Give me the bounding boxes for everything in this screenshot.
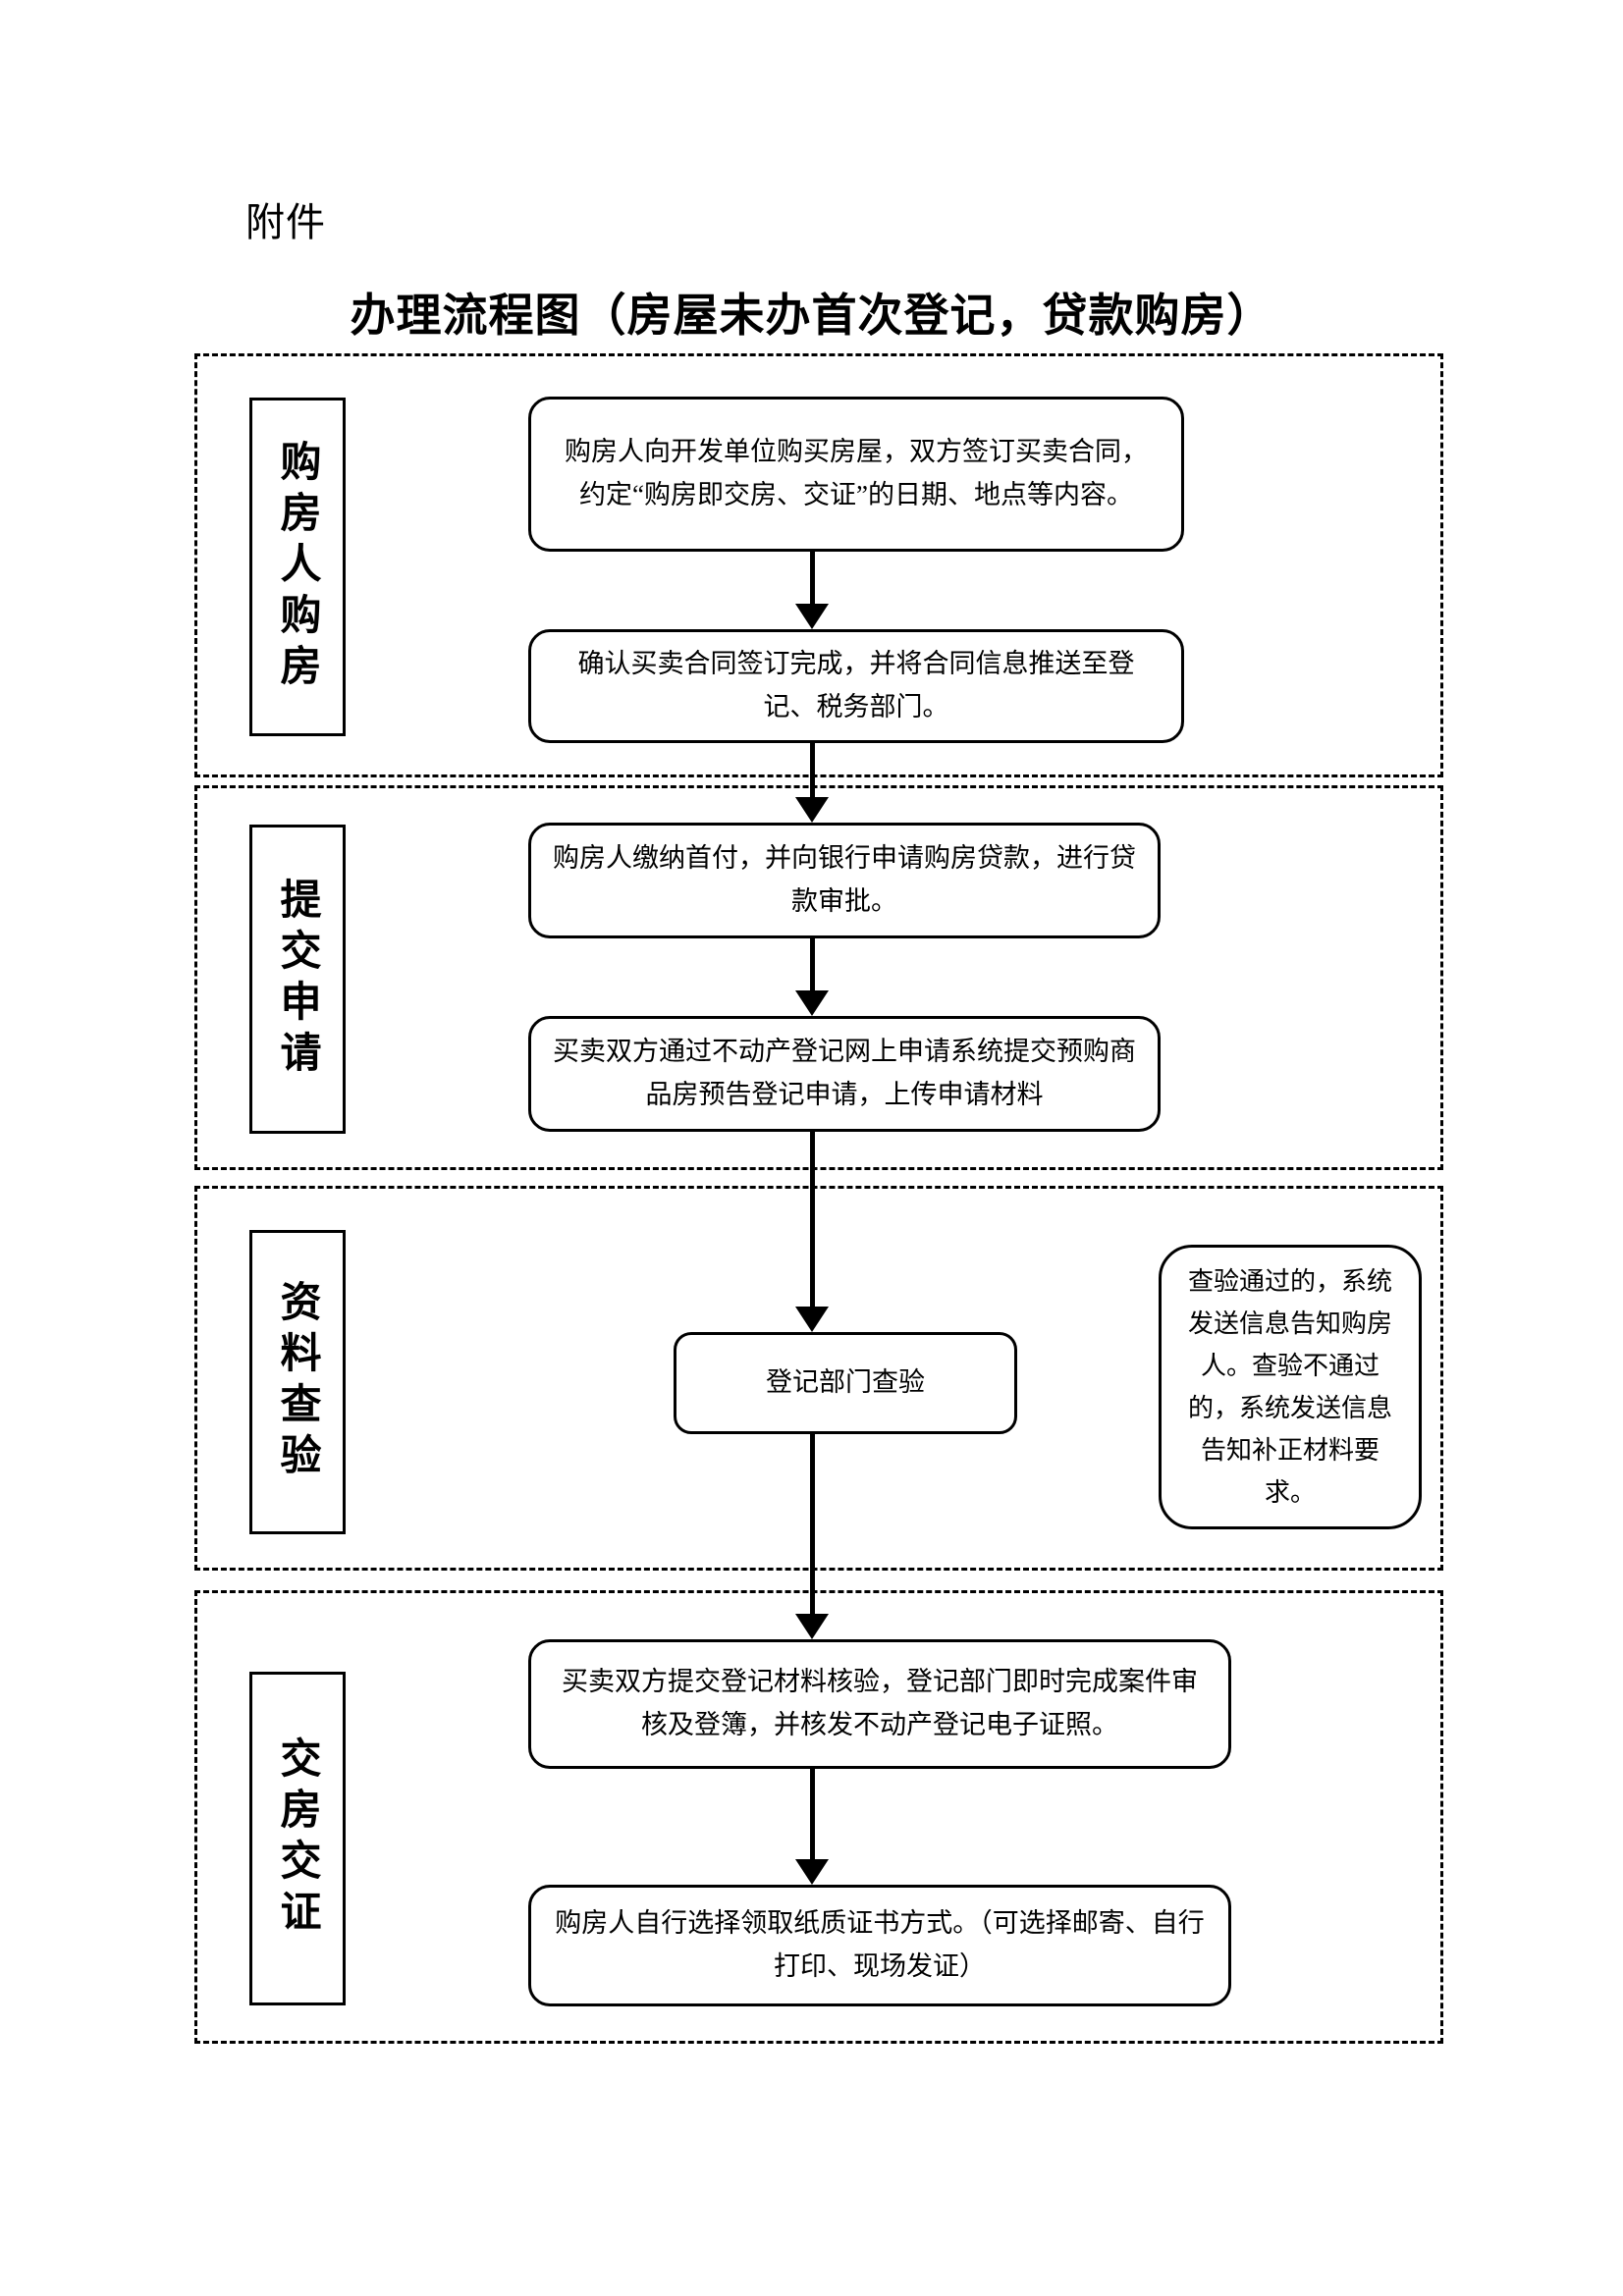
note-box-verification-result: 查验通过的，系统发送信息告知购房人。查验不通过的，系统发送信息告知补正材料要求。 (1159, 1245, 1422, 1529)
note-box-text: 查验通过的，系统发送信息告知购房人。查验不通过的，系统发送信息告知补正材料要求。 (1187, 1266, 1392, 1508)
process-box-text: 买卖双方提交登记材料核验，登记部门即时完成案件审核及登簿，并核发不动产登记电子证… (562, 1667, 1198, 1739)
process-box-sign-contract: 购房人向开发单位购买房屋，双方签订买卖合同，约定“购房即交房、交证”的日期、地点… (528, 397, 1184, 552)
arrow-down-icon (795, 1434, 829, 1639)
stage-section-purchase (194, 353, 1443, 777)
page-title: 办理流程图（房屋未办首次登记，贷款购房） (350, 291, 1273, 341)
arrow-down-icon (795, 1769, 829, 1885)
process-box-registration-complete: 买卖双方提交登记材料核验，登记部门即时完成案件审核及登簿，并核发不动产登记电子证… (528, 1639, 1231, 1769)
arrow-head (795, 604, 829, 629)
arrow-shaft (810, 552, 815, 604)
arrow-shaft (810, 1132, 815, 1307)
process-box-text: 购房人自行选择领取纸质证书方式。（可选择邮寄、自行打印、现场发证） (555, 1908, 1205, 1981)
process-box-text: 买卖双方通过不动产登记网上申请系统提交预购商品房预告登记申请，上传申请材料 (553, 1037, 1136, 1109)
arrow-head (795, 1614, 829, 1639)
process-box-text: 登记部门查验 (766, 1367, 925, 1398)
process-box-text: 购房人缴纳首付，并向银行申请购房贷款，进行贷款审批。 (553, 843, 1136, 916)
arrow-down-icon (795, 743, 829, 823)
stage-label-text: 交房交证 (275, 1736, 322, 1941)
arrow-down-icon (795, 552, 829, 629)
process-box-down-payment-loan: 购房人缴纳首付，并向银行申请购房贷款，进行贷款审批。 (528, 823, 1161, 938)
attachment-label: 附件 (245, 201, 326, 244)
process-box-text: 购房人向开发单位购买房屋，双方签订买卖合同，约定“购房即交房、交证”的日期、地点… (565, 437, 1148, 509)
stage-section-handover (194, 1590, 1443, 2044)
process-box-registry-verification: 登记部门查验 (674, 1332, 1017, 1434)
stage-label-text: 购房人购房 (275, 439, 322, 695)
process-box-online-submission: 买卖双方通过不动产登记网上申请系统提交预购商品房预告登记申请，上传申请材料 (528, 1016, 1161, 1132)
arrow-shaft (810, 1434, 815, 1614)
arrow-head (795, 797, 829, 823)
arrow-head (795, 1307, 829, 1332)
stage-label-purchase: 购房人购房 (249, 398, 346, 736)
arrow-shaft (810, 938, 815, 990)
stage-section-application (194, 785, 1443, 1170)
stage-label-handover: 交房交证 (249, 1672, 346, 2005)
arrow-head (795, 990, 829, 1016)
arrow-head (795, 1859, 829, 1885)
process-box-certificate-delivery: 购房人自行选择领取纸质证书方式。（可选择邮寄、自行打印、现场发证） (528, 1885, 1231, 2006)
process-box-text: 确认买卖合同签订完成，并将合同信息推送至登记、税务部门。 (577, 649, 1135, 721)
stage-label-verification: 资料查验 (249, 1230, 346, 1534)
stage-label-application: 提交申请 (249, 825, 346, 1134)
stage-section-verification (194, 1186, 1443, 1571)
process-box-confirm-contract: 确认买卖合同签订完成，并将合同信息推送至登记、税务部门。 (528, 629, 1184, 743)
stage-label-text: 资料查验 (275, 1280, 322, 1484)
arrow-shaft (810, 743, 815, 797)
arrow-shaft (810, 1769, 815, 1859)
arrow-down-icon (795, 938, 829, 1016)
stage-label-text: 提交申请 (275, 877, 322, 1082)
arrow-down-icon (795, 1132, 829, 1332)
